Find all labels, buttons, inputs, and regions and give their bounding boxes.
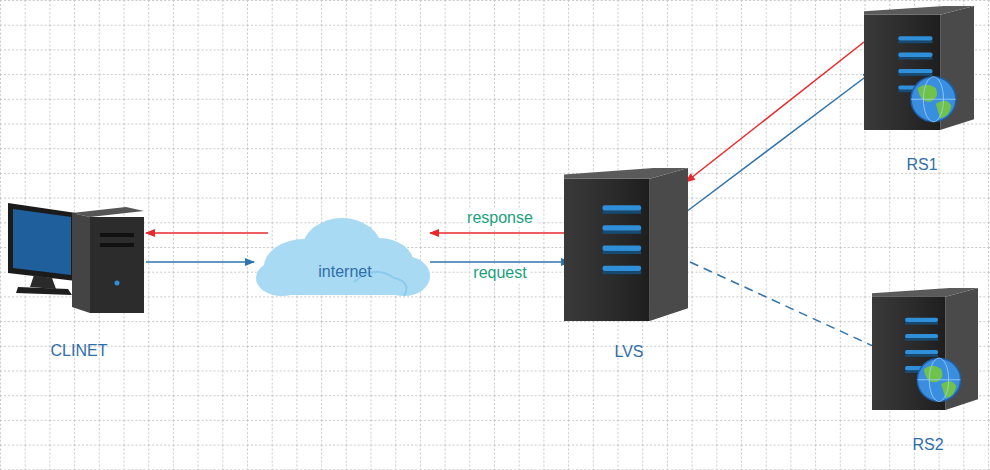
device-node: LVS bbox=[564, 168, 694, 363]
request-arrow bbox=[146, 261, 254, 263]
server-icon bbox=[872, 288, 980, 412]
node-label: LVS bbox=[564, 342, 694, 362]
server-icon bbox=[564, 168, 690, 323]
request-arrow bbox=[430, 261, 570, 263]
response-arrow bbox=[146, 232, 268, 234]
device-node: CLINET bbox=[6, 203, 152, 365]
node-label: CLINET bbox=[6, 341, 152, 361]
edge-label: response bbox=[464, 209, 536, 227]
cloud-node: internet bbox=[254, 212, 436, 304]
response-arrow bbox=[686, 42, 864, 182]
node-label: RS2 bbox=[872, 435, 984, 455]
server-icon bbox=[864, 6, 976, 132]
edge-label: request bbox=[470, 264, 529, 282]
request-arrow bbox=[686, 72, 872, 212]
device-node: RS1 bbox=[864, 6, 980, 176]
cloud-shape bbox=[254, 212, 432, 304]
device-node: RS2 bbox=[872, 288, 984, 456]
response-arrow bbox=[430, 232, 570, 234]
computer-icon bbox=[6, 203, 148, 315]
node-label: RS1 bbox=[864, 155, 980, 175]
request-arrow bbox=[690, 262, 886, 352]
node-label: internet bbox=[254, 262, 436, 282]
